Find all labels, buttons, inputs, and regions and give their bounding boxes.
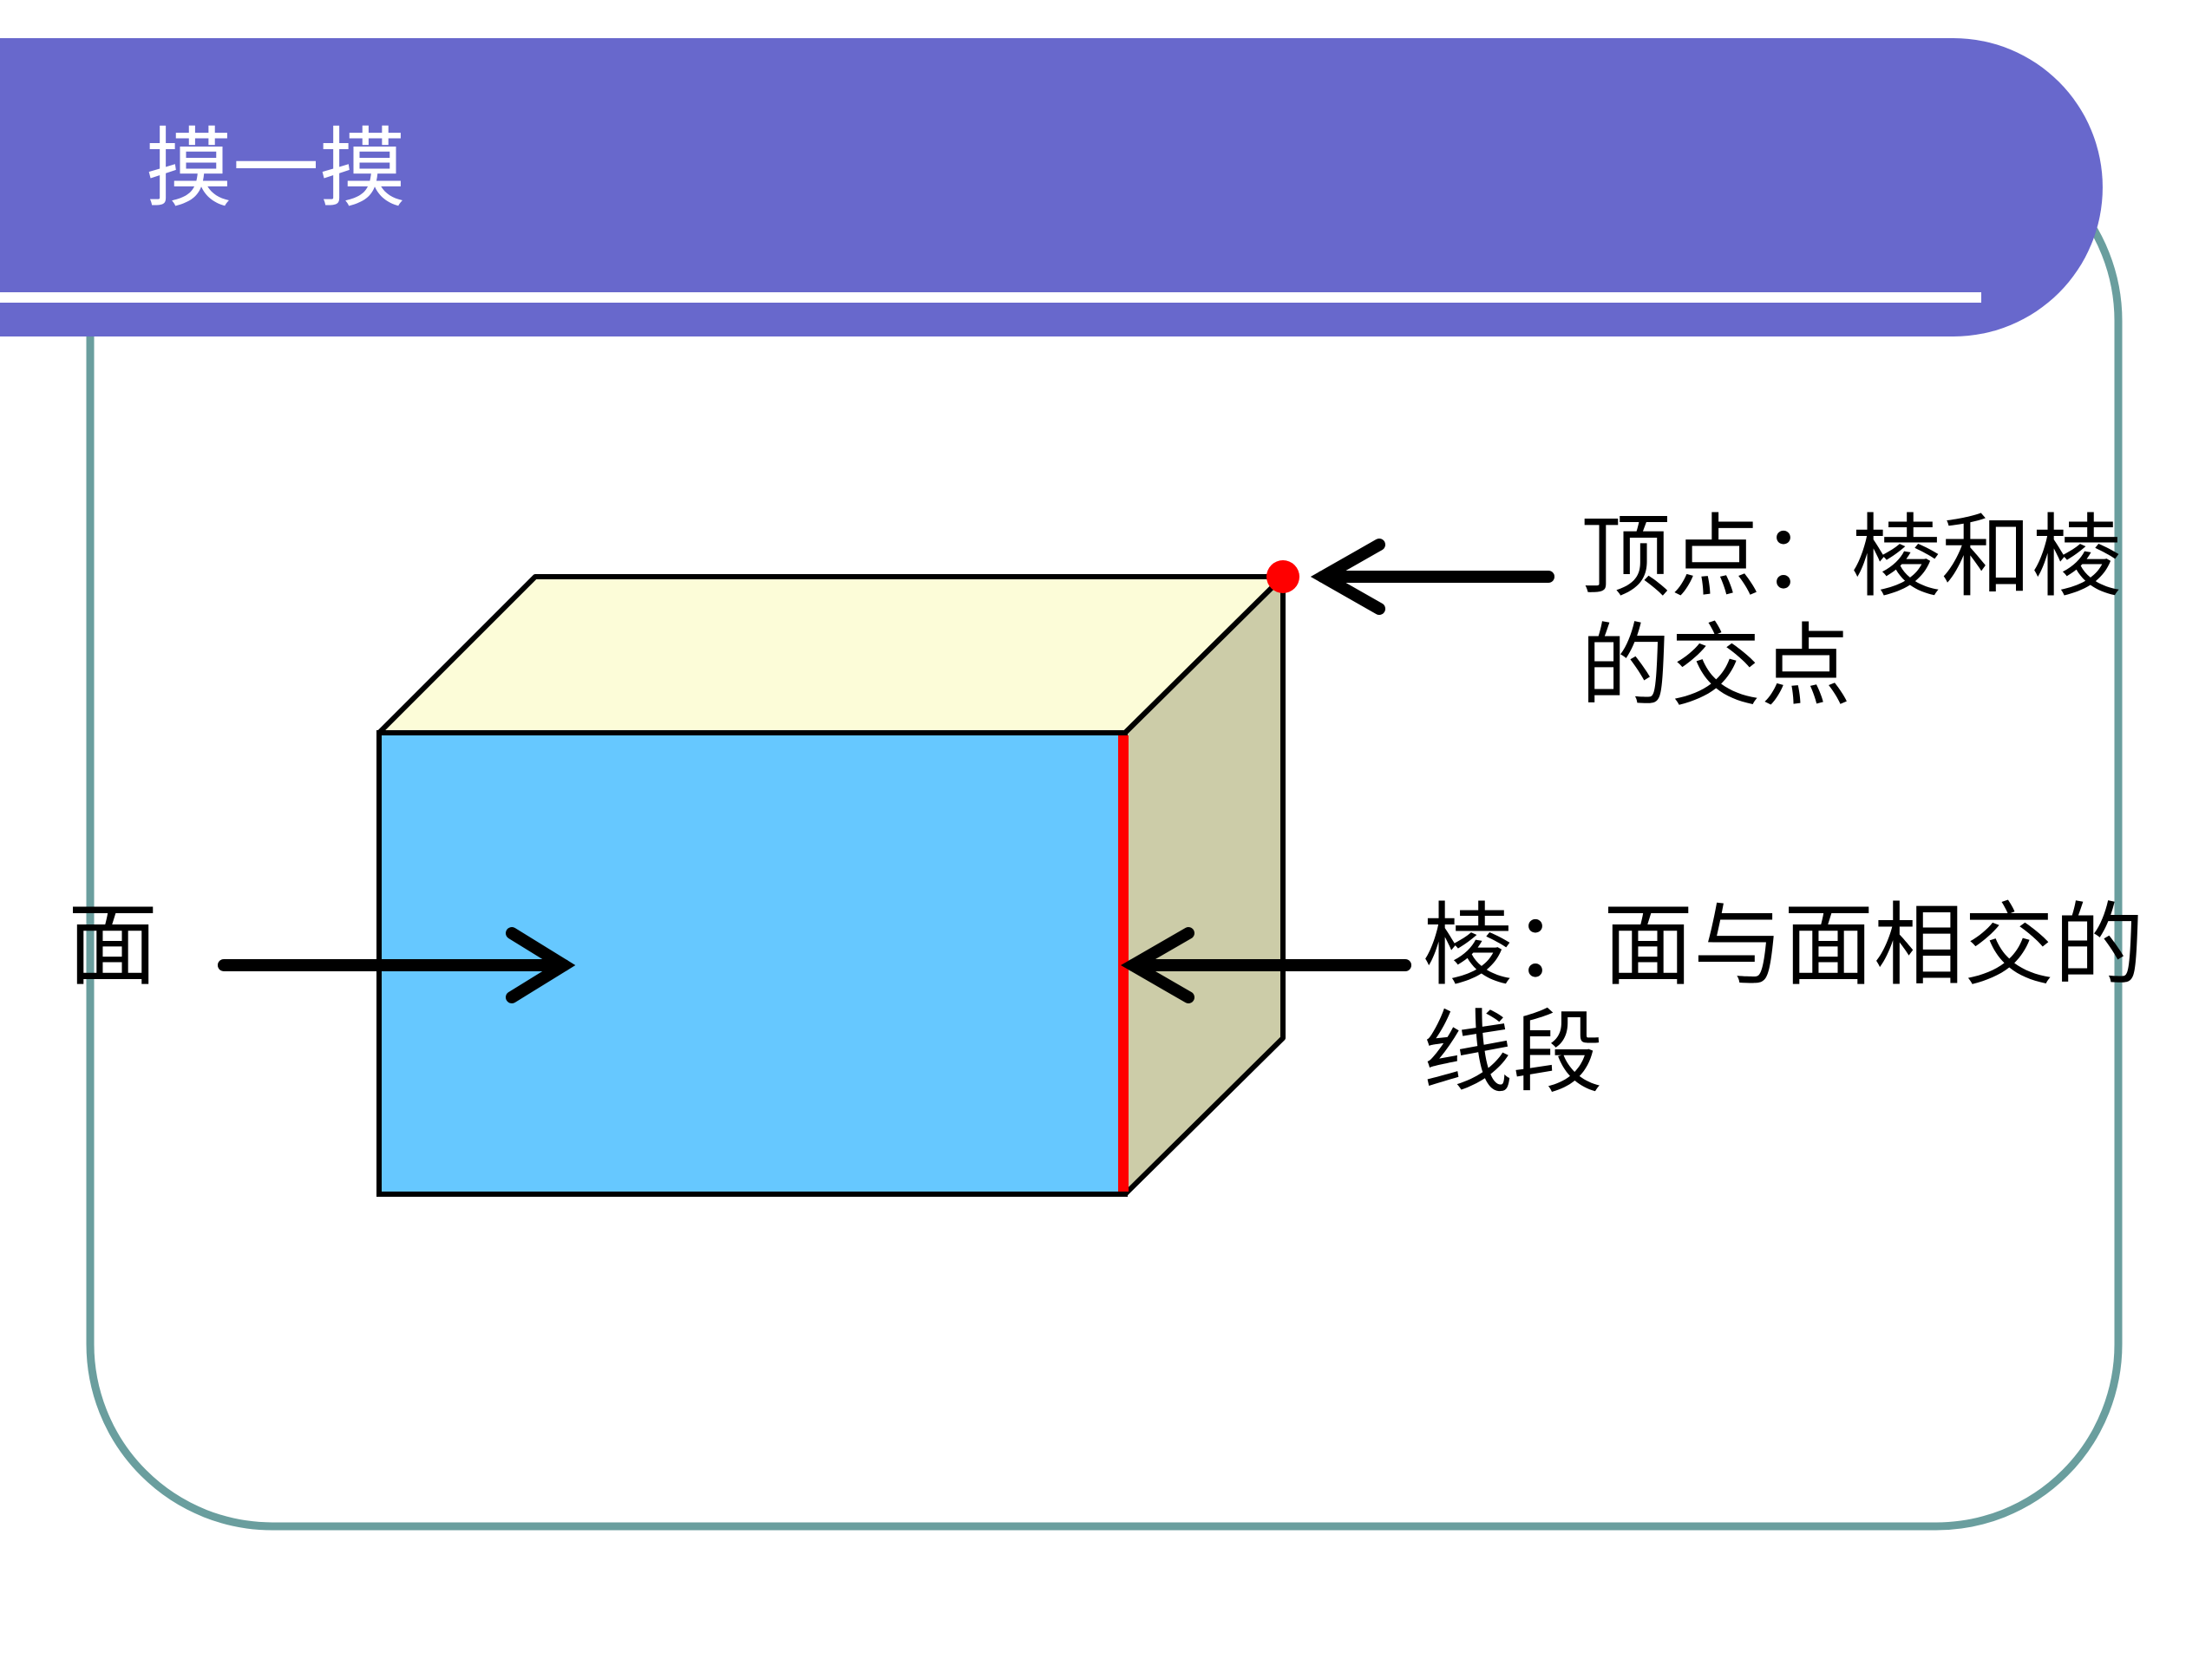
vertex-label-line-2: 的交点: [1580, 613, 1852, 719]
header-divider-line: [0, 292, 1981, 303]
header-band: [0, 38, 2103, 336]
edge-arrow: [1121, 927, 1411, 1003]
edge-label-line-2: 线段: [1423, 1000, 1604, 1106]
vertex-label-line-1: 顶点：棱和棱: [1580, 504, 2123, 610]
face-arrow: [218, 927, 576, 1003]
edge-label-line-1: 棱：面与面相交的: [1423, 892, 2145, 998]
vertex-arrow: [1310, 539, 1554, 615]
face-label: 面: [68, 892, 159, 998]
slide-title: 摸一摸: [146, 118, 406, 219]
vertex-dot: [1266, 560, 1299, 593]
